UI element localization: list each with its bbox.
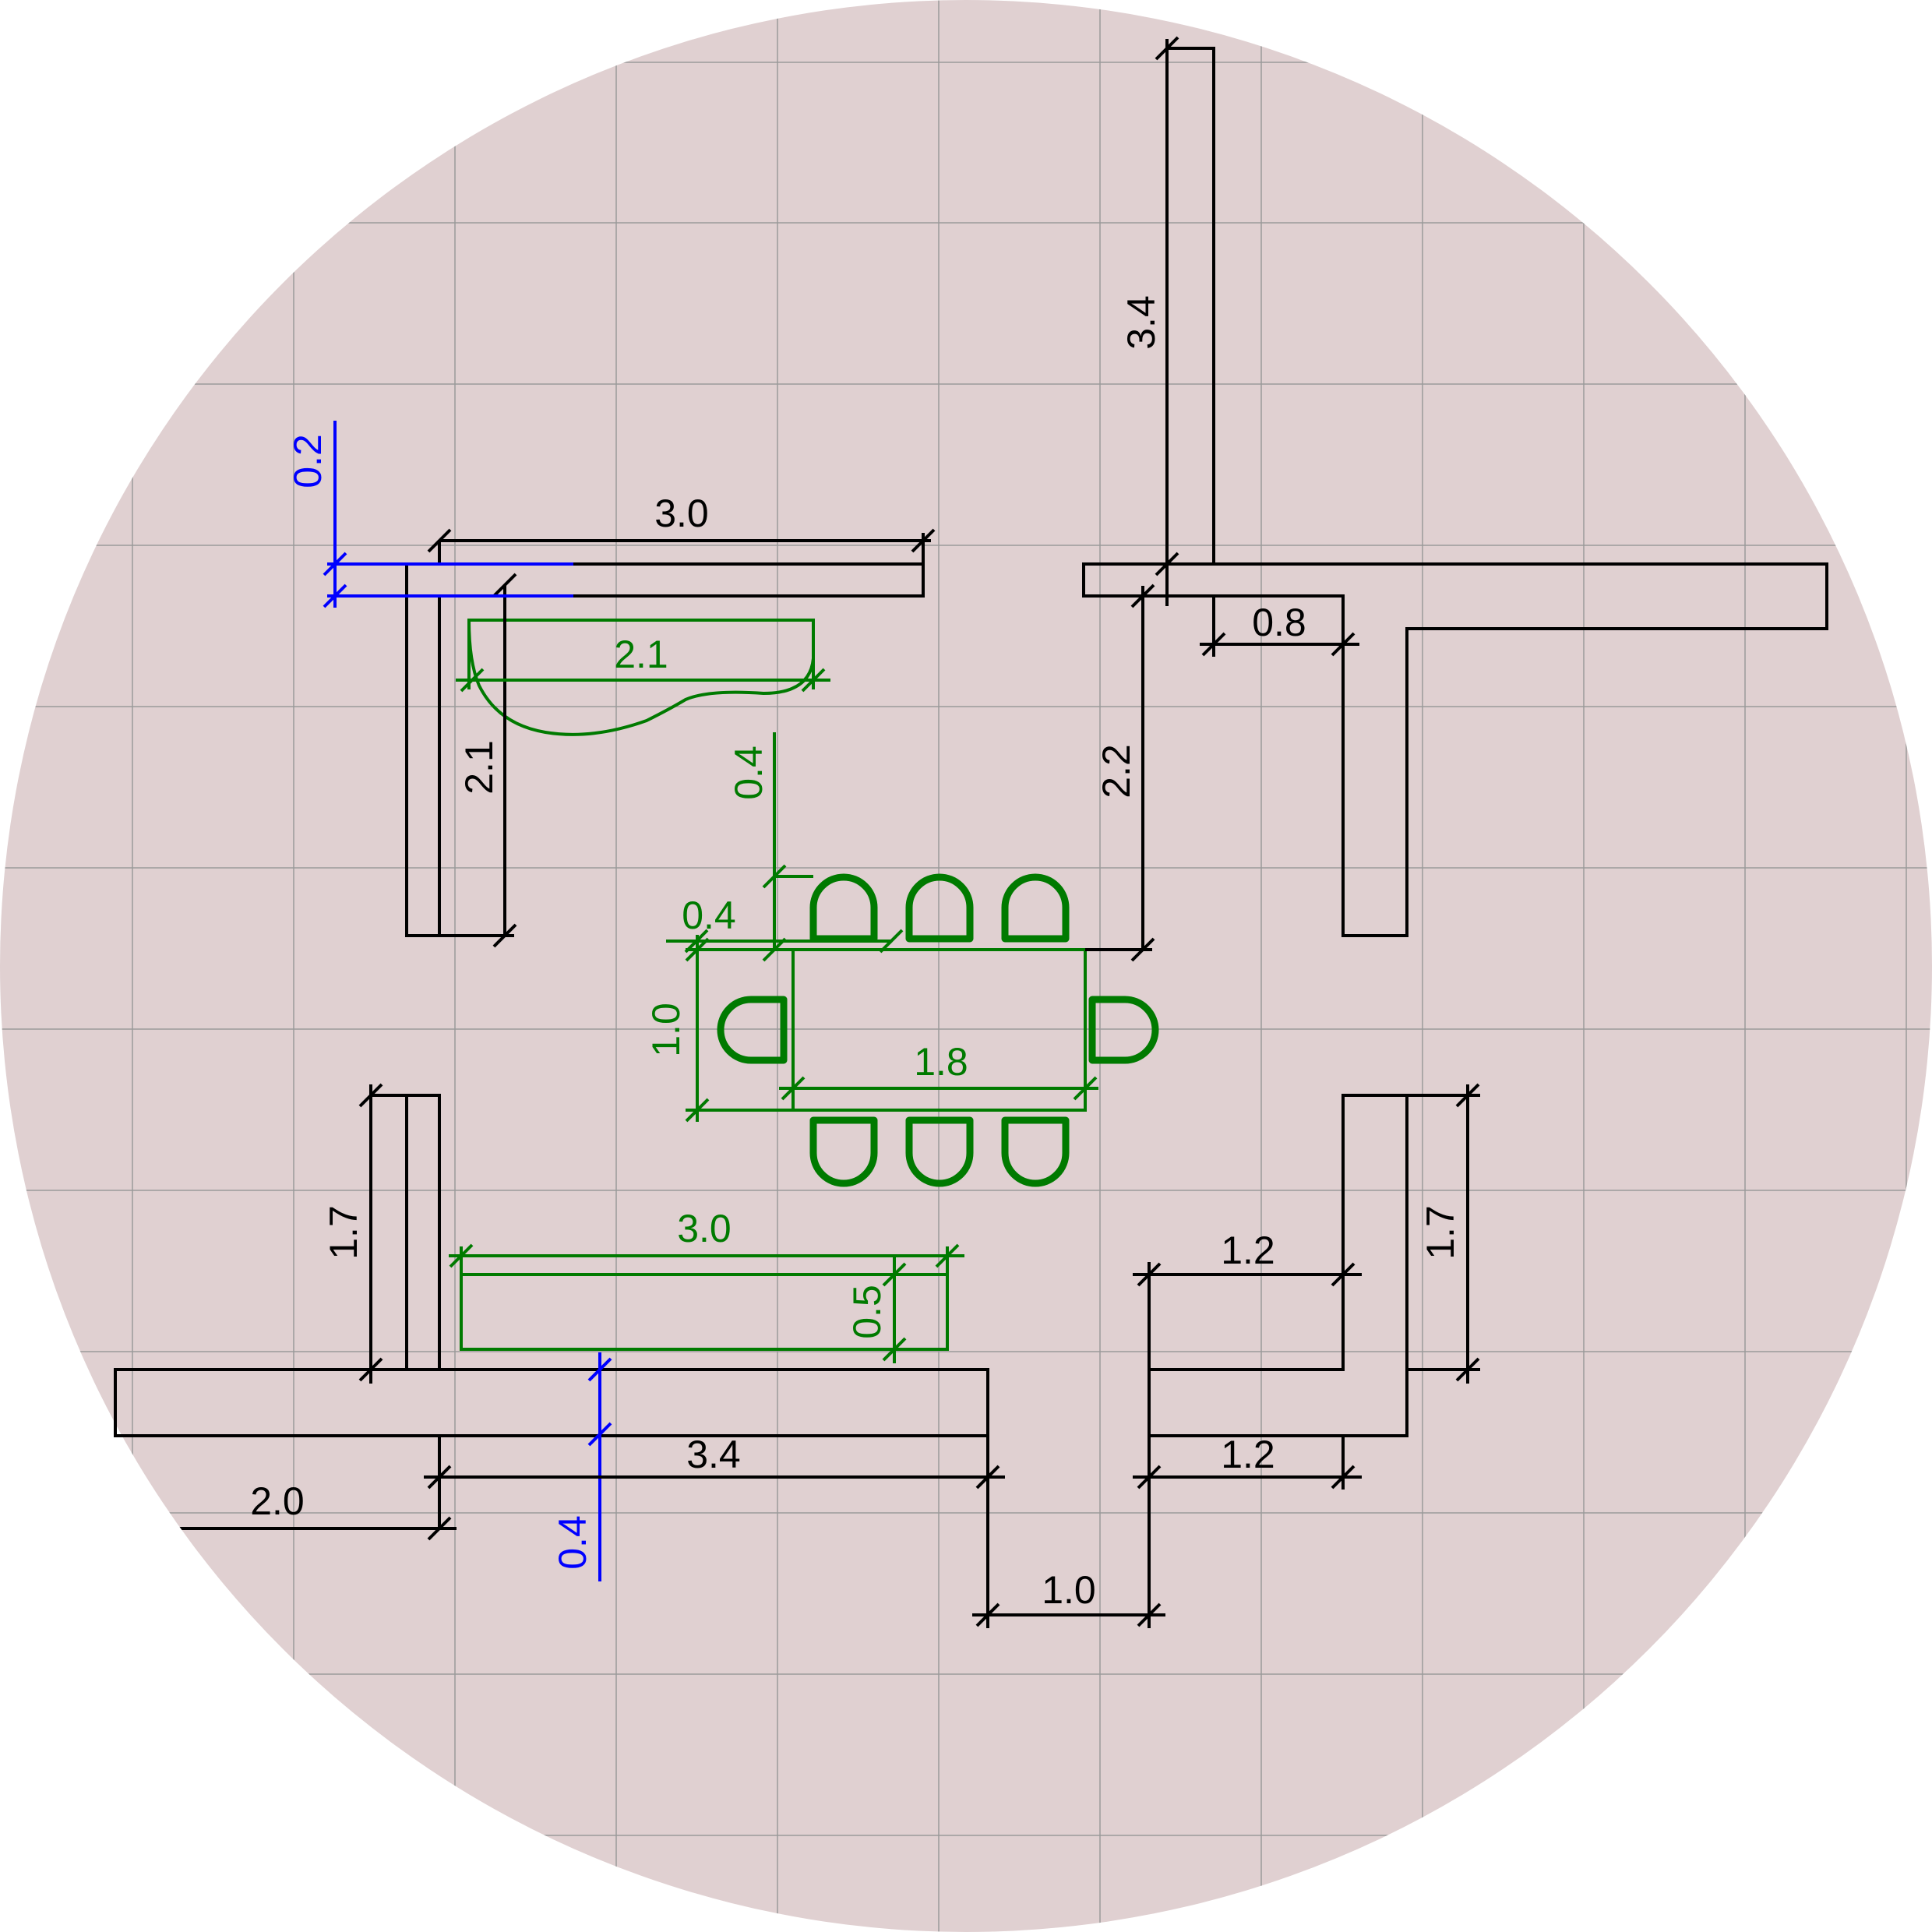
dim-top-wall [427, 528, 936, 564]
dim-door-gap [972, 1602, 1165, 1627]
chair-bottom-2 [905, 1116, 974, 1187]
dim-wall-stub [1200, 596, 1359, 657]
label-left-wall-height: 2.1 [457, 740, 501, 795]
label-lower-right-upper: 1.2 [1221, 1229, 1275, 1272]
dim-bench-length [449, 1243, 964, 1274]
dim-table-length [779, 1076, 1098, 1101]
label-table-offset-h: 0.4 [682, 894, 736, 937]
chair-top-3 [1001, 873, 1070, 943]
chair-right [1088, 996, 1159, 1064]
dim-bottom-wall [424, 1436, 1005, 1628]
label-table-length: 1.8 [914, 1040, 968, 1084]
chair-left [717, 996, 788, 1064]
label-counter-length: 2.1 [614, 633, 668, 676]
dim-lower-right-lower [1133, 1436, 1362, 1628]
label-lower-left-height: 1.7 [322, 1205, 365, 1260]
label-blue-offset-top: 0.2 [286, 434, 330, 488]
label-left-extent: 2.0 [250, 1479, 305, 1523]
dimension-labels: 3.0 2.1 2.1 0.2 3.4 0.8 2.2 0.4 0.4 1.0 … [250, 295, 1462, 1612]
label-right-gap-height: 2.2 [1095, 744, 1138, 799]
chair-top-1 [809, 873, 878, 943]
label-bench-depth: 0.5 [845, 1285, 889, 1339]
dim-lower-right-upper [1133, 1262, 1362, 1370]
dim-lower-right-height [1407, 1083, 1480, 1384]
dim-left-wall [439, 573, 517, 948]
chair-bottom-3 [1001, 1116, 1070, 1187]
label-wall-stub-width: 0.8 [1252, 601, 1306, 644]
dim-counter [456, 620, 830, 693]
dimensions [0, 36, 1480, 1628]
dim-tall-wall [1155, 36, 1179, 606]
label-table-depth: 1.0 [644, 1003, 688, 1057]
counter-sofa [467, 619, 815, 736]
label-door-gap: 1.0 [1042, 1568, 1096, 1612]
dim-bench-depth [882, 1256, 907, 1363]
dining-table [791, 948, 1087, 1112]
label-tall-wall-height: 3.4 [1119, 295, 1163, 350]
furniture [460, 619, 1159, 1351]
dim-table-depth [685, 935, 793, 1123]
dim-lower-left [358, 1083, 407, 1384]
label-top-wall-length: 3.0 [654, 492, 709, 535]
label-table-offset-v: 0.4 [727, 746, 770, 800]
dim-blue-top [323, 421, 573, 608]
bench [460, 1273, 949, 1351]
dim-right-gap [1085, 583, 1155, 962]
label-lower-right-height: 1.7 [1419, 1205, 1462, 1260]
label-bench-length: 3.0 [677, 1207, 732, 1250]
chair-bottom-1 [809, 1116, 878, 1187]
label-bottom-wall-length: 3.4 [686, 1433, 741, 1476]
dim-blue-bottom [587, 1352, 612, 1581]
chair-top-2 [905, 873, 974, 943]
label-blue-offset-bottom: 0.4 [551, 1515, 594, 1570]
label-lower-right-lower: 1.2 [1221, 1433, 1275, 1476]
